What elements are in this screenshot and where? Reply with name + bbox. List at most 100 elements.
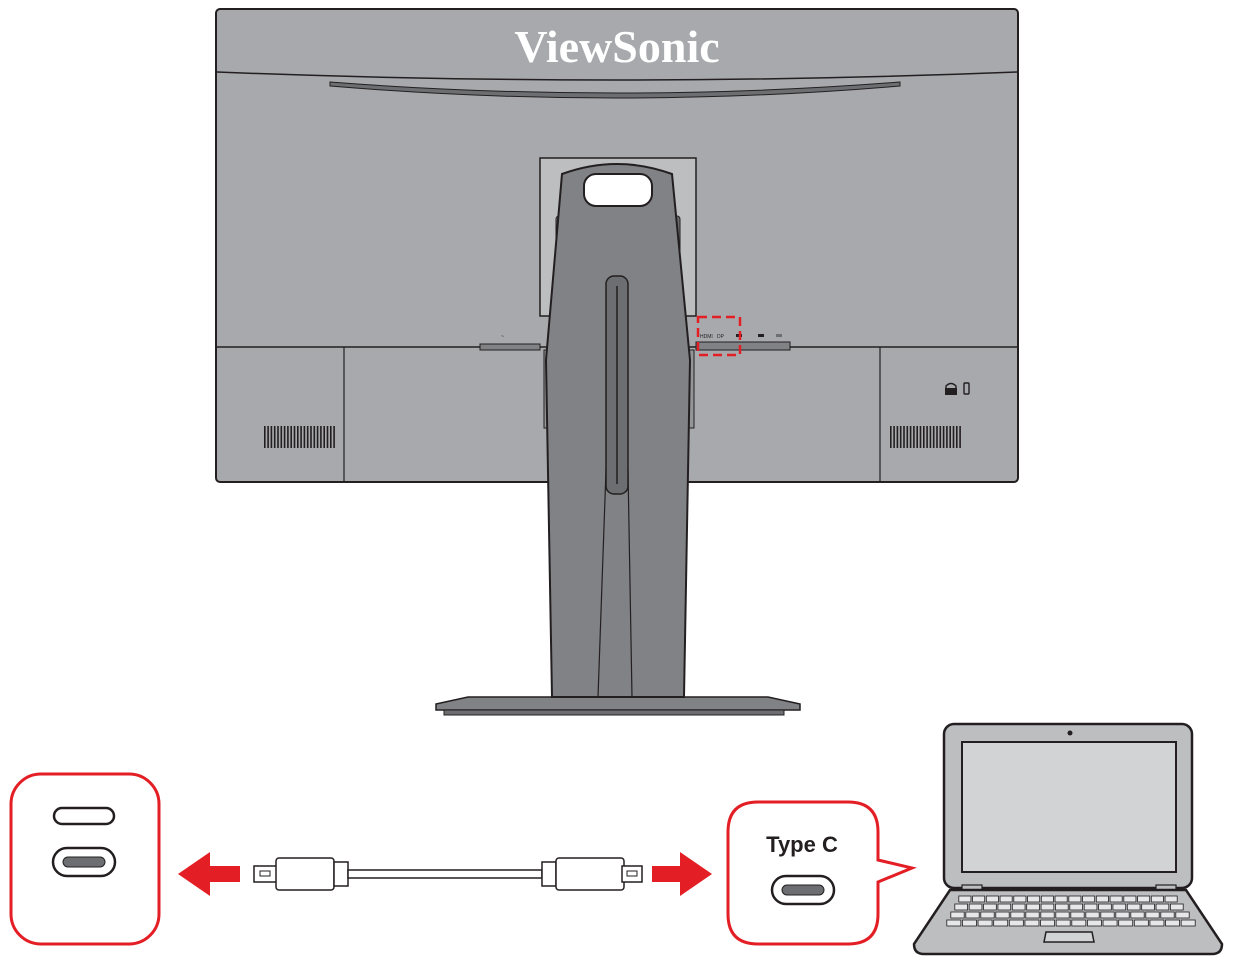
keyboard-key — [1068, 895, 1082, 903]
grill-slot — [949, 426, 951, 448]
cable-connector-left — [275, 857, 335, 891]
keyboard-key — [1112, 903, 1127, 911]
grill-slot — [264, 426, 266, 448]
keyboard-key — [1118, 919, 1134, 927]
keyboard-key — [1040, 919, 1055, 927]
grill-slot — [929, 426, 932, 448]
grill-slot — [287, 426, 289, 448]
grill-slot — [330, 426, 332, 448]
grill-slot — [942, 426, 945, 448]
grill-slot — [290, 426, 292, 448]
keyboard-key — [999, 895, 1013, 903]
keyboard-key — [1155, 903, 1170, 911]
grill-slot — [273, 426, 276, 448]
keyboard-key — [962, 919, 977, 927]
usb-c-port-thin-icon — [52, 806, 116, 826]
kensington-lock-icon — [945, 382, 957, 395]
io-port-tab — [695, 341, 791, 351]
arrow-left-icon — [178, 852, 240, 896]
grill-slot — [903, 426, 905, 448]
grill-slot — [959, 426, 961, 448]
keyboard-key — [1175, 911, 1190, 919]
keyboard-key — [980, 911, 995, 919]
grill-slot — [316, 426, 319, 448]
keyboard-key — [1054, 895, 1068, 903]
grill-slot — [956, 426, 958, 448]
keyboard-key — [1027, 895, 1041, 903]
keyboard-key — [997, 903, 1012, 911]
cable-plug-tip-left — [253, 865, 279, 883]
keyboard-key — [968, 903, 983, 911]
port-label-hdmi: HDMI — [700, 334, 713, 340]
keyboard-key — [1025, 911, 1040, 919]
keyboard-key — [972, 895, 986, 903]
grill-slot — [923, 426, 925, 448]
keyboard-key — [1098, 903, 1112, 911]
usb-c-cable-icon — [253, 857, 643, 891]
keyboard-key — [983, 903, 997, 911]
monitor-vent-strip — [329, 81, 901, 99]
grill-slot — [280, 426, 283, 448]
keyboard-key — [1069, 903, 1083, 911]
brand-logo: ViewSonic — [514, 21, 719, 72]
keyboard-key — [1010, 911, 1025, 919]
grill-slot — [270, 426, 273, 448]
keyboard-key — [1040, 903, 1055, 911]
keyboard-key — [1026, 903, 1040, 911]
keyboard-key — [1070, 911, 1085, 919]
keyboard-key — [1008, 919, 1024, 927]
keyboard-key — [1095, 895, 1109, 903]
keyboard-key — [1164, 895, 1178, 903]
grill-slot — [300, 426, 302, 448]
grill-slot — [926, 426, 928, 448]
keyboard-key — [1141, 903, 1155, 911]
port-label-dp: DP — [717, 334, 725, 340]
keyboard-key — [1137, 895, 1151, 903]
keyboard-key — [954, 903, 968, 911]
keyboard-key — [958, 895, 972, 903]
usb-port-glyph — [758, 334, 764, 337]
grill-slot — [310, 426, 312, 448]
grill-slot — [893, 426, 895, 448]
keyboard-key — [1082, 895, 1096, 903]
keyboard-key — [1126, 903, 1141, 911]
laptop-port-callout: Type C — [726, 800, 917, 946]
keyboard-key — [1145, 911, 1160, 919]
stand-base-feet — [443, 709, 785, 716]
grill-slot — [932, 426, 935, 448]
monitor-stand — [435, 163, 801, 716]
grill-slot — [913, 426, 915, 448]
power-port-label: ~ — [501, 334, 504, 340]
keyboard-key — [1133, 919, 1149, 927]
keyboard-key — [1102, 919, 1118, 927]
cable-connector-right — [555, 857, 625, 891]
grill-slot — [939, 426, 942, 448]
laptop-touchpad — [1043, 931, 1095, 943]
keyboard-key — [985, 895, 999, 903]
audio-port-glyph — [776, 334, 782, 337]
grill-slot — [313, 426, 316, 448]
grill-slot — [906, 426, 909, 448]
grill-slot — [306, 426, 309, 448]
arrow-right-icon — [652, 852, 712, 896]
speaker-grill-left — [264, 426, 335, 448]
grill-slot — [896, 426, 899, 448]
cable-wire — [347, 869, 543, 879]
grill-slot — [320, 426, 322, 448]
keyboard-key — [1083, 903, 1098, 911]
power-button-icon — [963, 382, 970, 395]
monitor-port-callout — [9, 772, 161, 946]
stand-handle — [583, 173, 653, 207]
keyboard-key — [995, 911, 1010, 919]
grill-slot — [899, 426, 902, 448]
grill-slot — [890, 426, 892, 448]
laptop-webcam — [1067, 730, 1073, 736]
keyboard-key — [1087, 919, 1102, 927]
keyboard-key — [1170, 903, 1184, 911]
laptop-icon — [912, 722, 1224, 956]
keyboard-key — [1011, 903, 1026, 911]
keyboard-key — [1085, 911, 1100, 919]
grill-slot — [326, 426, 329, 448]
port-highlight-box — [696, 315, 742, 357]
